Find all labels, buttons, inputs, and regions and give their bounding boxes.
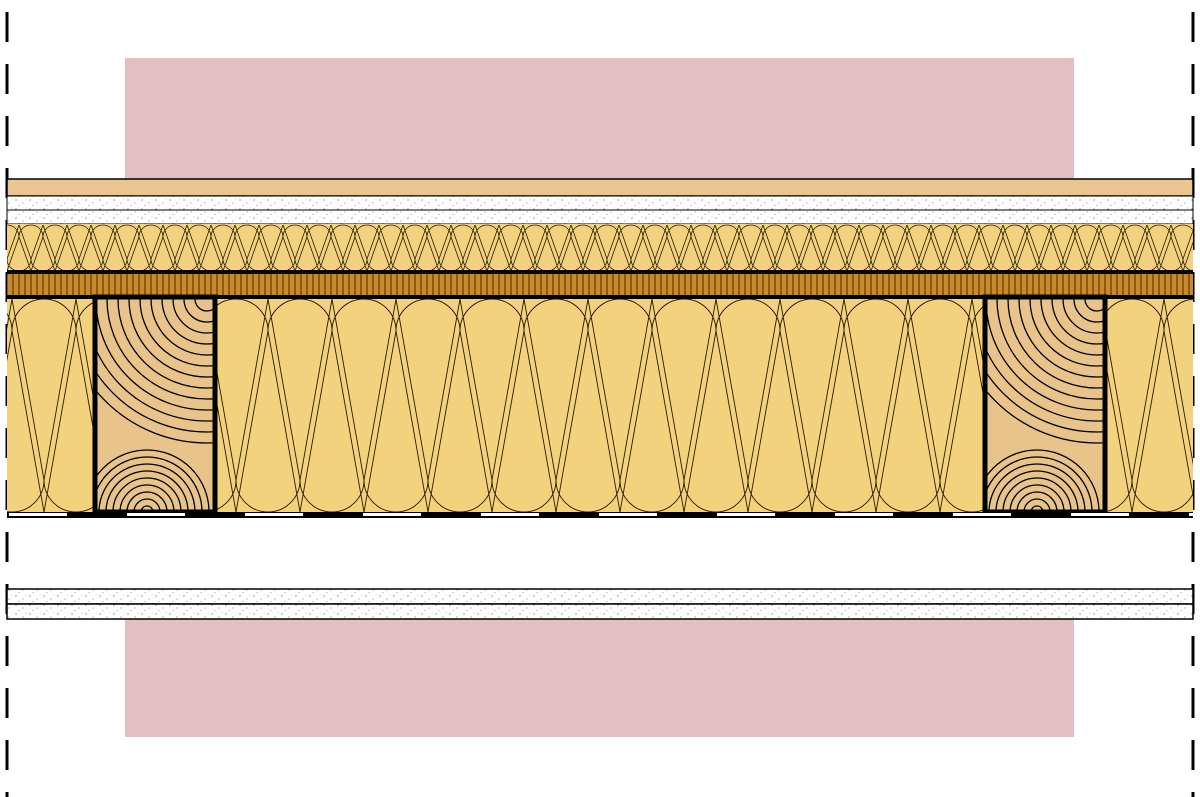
room-zone-upper <box>125 58 1074 180</box>
stud-right <box>982 294 1108 515</box>
gypsum-board-1 <box>6 588 1194 605</box>
top-board-layer <box>6 178 1194 197</box>
room-zone-lower <box>125 619 1074 737</box>
wood-strip-layer <box>7 274 1193 297</box>
screed-layer-1 <box>6 195 1194 211</box>
gypsum-board-2 <box>6 603 1194 620</box>
stud-left <box>92 294 218 515</box>
fibre-board-hatch <box>7 224 1193 271</box>
vapour-membrane <box>7 512 1200 518</box>
screed-layer-2 <box>6 209 1194 225</box>
